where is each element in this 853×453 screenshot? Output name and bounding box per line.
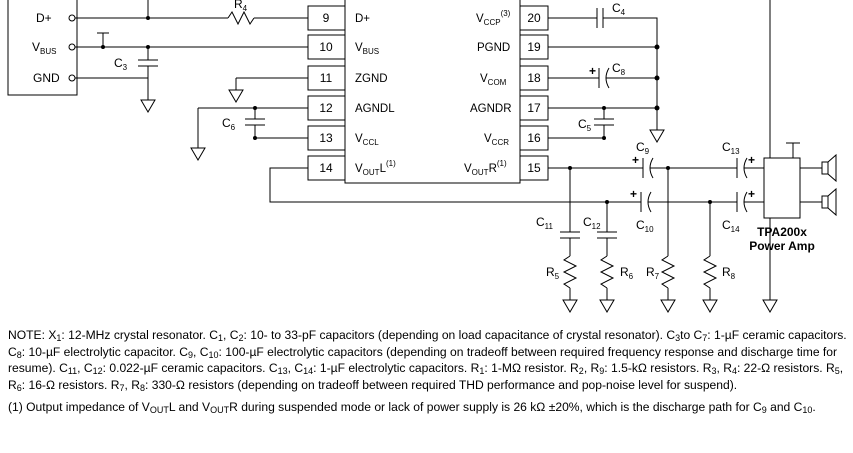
note-main: NOTE: X1: 12-MHz crystal resonator. C1, …	[8, 328, 847, 393]
junction-dots	[101, 16, 712, 204]
label-c6: C6	[222, 116, 236, 132]
pin-name-zgnd: ZGND	[355, 73, 388, 85]
label-r8: R8	[722, 265, 736, 281]
connector-label-vbus: VBUS	[32, 40, 56, 56]
pin-number-14: 14	[319, 161, 333, 175]
label-r5: R5	[546, 265, 560, 281]
pin-number-13: 13	[319, 131, 333, 145]
label-c11: C11	[536, 215, 554, 231]
amp-label-desc: Power Amp	[749, 239, 815, 253]
notes-section: NOTE: X1: 12-MHz crystal resonator. C1, …	[8, 327, 848, 422]
connector-label-dplus: D+	[36, 11, 52, 25]
pin-name-vcom: VCOM	[480, 73, 507, 87]
pin-number-18: 18	[527, 71, 541, 85]
plus-c10: +	[630, 187, 637, 201]
label-r6: R6	[620, 265, 634, 281]
pin-number-20: 20	[527, 11, 541, 25]
ground-symbols	[140, 89, 778, 313]
plus-c13: +	[748, 153, 755, 167]
label-c4: C4	[612, 1, 626, 17]
label-c3: C3	[114, 56, 128, 72]
plus-c14: +	[748, 187, 755, 201]
plus-c9: +	[632, 153, 639, 167]
pin-number-10: 10	[319, 40, 333, 54]
pin-name-vccr: VCCR	[484, 133, 509, 147]
pin-name-voutl: VOUTL(1)	[355, 159, 396, 177]
pin-name-agndr: AGNDR	[470, 103, 512, 115]
pin-name-dplus: D+	[355, 13, 370, 25]
amp-label-name: TPA200x	[757, 225, 807, 239]
pin-number-boxes	[307, 5, 549, 181]
plus-c8: +	[589, 64, 596, 78]
schematic-diagram: D+ VBUS GND	[7, 0, 837, 313]
pin-name-vbus: VBUS	[355, 42, 379, 56]
pin-name-vccp: VCCP(3)	[476, 9, 511, 27]
pin-name-pgnd: PGND	[477, 42, 510, 54]
pin-number-12: 12	[319, 101, 333, 115]
pin-name-vccl: VCCL	[355, 133, 379, 147]
pin-number-17: 17	[527, 101, 541, 115]
pin-name-voutr: VOUTR(1)	[464, 159, 507, 177]
pin-number-19: 19	[527, 40, 541, 54]
label-r4: R4	[234, 0, 248, 13]
pin-number-9: 9	[323, 11, 330, 25]
note-1: (1) Output impedance of VOUTL and VOUTR …	[8, 400, 816, 415]
connector-label-gnd: GND	[33, 71, 60, 85]
label-r7: R7	[646, 265, 660, 281]
ic-chip	[344, 0, 521, 184]
label-c13: C13	[722, 140, 740, 156]
label-c12: C12	[583, 215, 601, 231]
label-c10: C10	[636, 218, 654, 234]
label-c14: C14	[722, 218, 740, 234]
pin-name-agndl: AGNDL	[355, 103, 395, 115]
label-c8: C8	[612, 61, 626, 77]
pin-number-16: 16	[527, 131, 541, 145]
label-c9: C9	[636, 140, 650, 156]
label-c5: C5	[578, 117, 592, 133]
pin-number-11: 11	[320, 71, 333, 85]
pin-number-15: 15	[527, 161, 541, 175]
